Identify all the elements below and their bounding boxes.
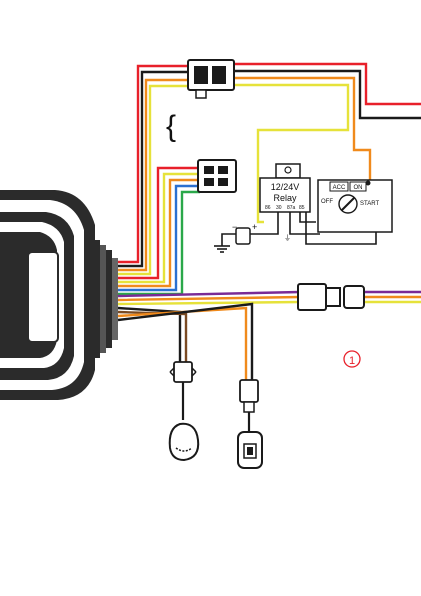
- ignition-acc-label: ACC: [333, 185, 346, 191]
- mid-connector: [198, 160, 236, 192]
- wire-orange-h: [118, 297, 421, 300]
- relay-pin-85: 85: [299, 205, 305, 211]
- left-switch: [170, 362, 199, 460]
- relay-name-label: Relay: [273, 193, 297, 203]
- wire-yellow-h: [118, 302, 421, 304]
- relay-pin-30: 30: [276, 205, 282, 211]
- ignition-switch: ACC ON OFF START: [318, 180, 392, 232]
- right-switch: [238, 380, 262, 468]
- brace-glyph: {: [166, 110, 176, 143]
- relay-voltage-label: 12/24V: [271, 182, 300, 192]
- ground-mark: ⏚: [284, 234, 291, 242]
- relay-pin-87a: 87a: [287, 205, 296, 211]
- ignition-on-label: ON: [354, 185, 363, 191]
- relay-pin-86: 86: [265, 205, 271, 211]
- callout-number: 1: [349, 355, 355, 367]
- relay: 12/24V Relay 86 30 87a 85: [260, 164, 310, 212]
- right-connector: [298, 284, 364, 310]
- callout-marker: 1: [344, 351, 360, 367]
- polarity-minus: −: [232, 222, 237, 232]
- wire-brown-low: [118, 312, 186, 366]
- ignition-off-label: OFF: [321, 199, 333, 205]
- upper-connector: [188, 60, 234, 98]
- polarity-plus: +: [252, 222, 257, 232]
- capacitor: − +: [232, 222, 257, 244]
- wire-purple-h: [118, 292, 421, 296]
- ignition-start-label: START: [360, 201, 379, 207]
- control-unit-housing: [0, 190, 118, 400]
